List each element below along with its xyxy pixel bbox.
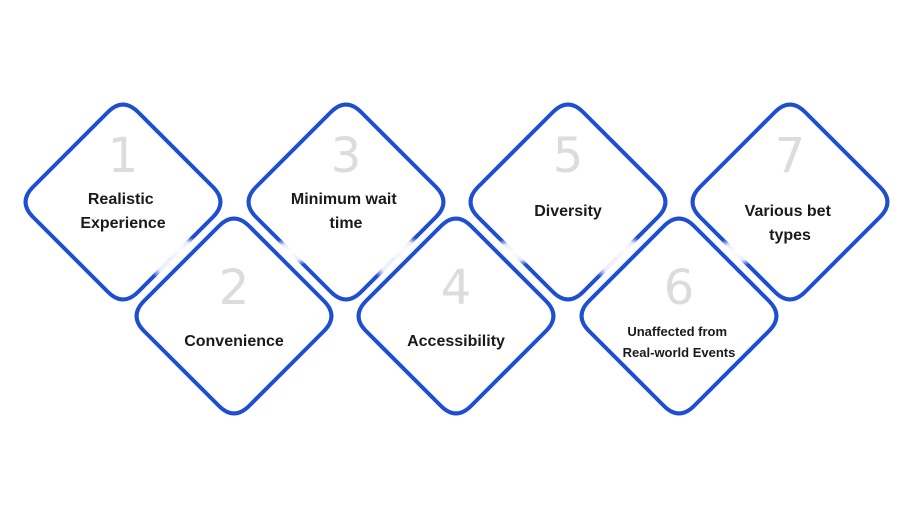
step-3-number: 3: [331, 128, 362, 184]
step-6-label-line-1: Unaffected from: [627, 324, 727, 339]
step-7-number: 7: [775, 128, 806, 184]
step-7-label: Various bet types: [745, 203, 836, 244]
step-3-label-line-2: time: [330, 215, 363, 232]
step-5-label-line-1: Diversity: [534, 203, 602, 220]
step-5-diamond: 5 Diversity: [468, 102, 668, 302]
overlap-gaps: [149, 236, 763, 282]
step-4-number: 4: [441, 260, 472, 316]
step-1-label-line-1: Realistic: [88, 191, 154, 208]
step-5-number: 5: [553, 128, 584, 184]
step-2-number: 2: [219, 260, 250, 316]
step-1-label: Realistic Experience: [80, 191, 165, 232]
step-7-diamond: 7 Various bet types: [690, 102, 890, 302]
step-2-label-line-1: Convenience: [184, 333, 284, 350]
step-1-number: 1: [108, 128, 139, 184]
step-3-label: Minimum wait time: [291, 191, 401, 232]
step-7-label-line-2: types: [769, 227, 811, 244]
step-3-label-line-1: Minimum wait: [291, 191, 397, 208]
step-2-label: Convenience: [184, 333, 284, 350]
step-6-label: Unaffected from Real-world Events: [623, 324, 736, 360]
step-2-diamond: 2 Convenience: [134, 216, 334, 416]
step-4-label: Accessibility: [407, 333, 505, 350]
step-1-label-line-2: Experience: [80, 215, 165, 232]
step-7-label-line-1: Various bet: [745, 203, 832, 220]
step-6-number: 6: [664, 260, 695, 316]
step-6-diamond: 6 Unaffected from Real-world Events: [579, 216, 779, 416]
step-6-label-line-2: Real-world Events: [623, 345, 736, 360]
step-1-diamond: 1 Realistic Experience: [23, 102, 223, 302]
step-4-label-line-1: Accessibility: [407, 333, 505, 350]
step-5-label: Diversity: [534, 203, 602, 220]
step-3-diamond: 3 Minimum wait time: [246, 102, 446, 302]
step-4-diamond: 4 Accessibility: [356, 216, 556, 416]
